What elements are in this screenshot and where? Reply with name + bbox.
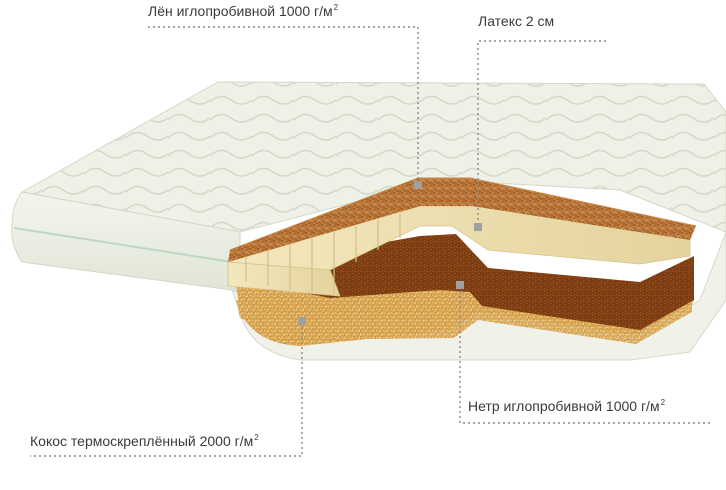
label-hemp: Нетр иглопробивной 1000 г/м2 [468, 398, 666, 414]
layer-markers [298, 181, 482, 325]
marker-flax [414, 181, 422, 189]
flax-layer-top-edge [229, 177, 697, 251]
leader-hemp [459, 286, 712, 424]
label-flax: Лён иглопробивной 1000 г/м2 [148, 3, 339, 19]
label-coco: Кокос термоскреплённый 2000 г/м2 [30, 433, 259, 449]
label-latex: Латекс 2 см [478, 13, 555, 29]
leader-lines [30, 26, 712, 457]
mattress-piping [13, 227, 233, 263]
mattress-top-cover [20, 81, 726, 233]
marker-coco [298, 317, 306, 325]
leader-coco [30, 322, 303, 457]
flax-layer [228, 178, 696, 262]
hemp-layer-front [236, 300, 692, 344]
marker-latex [474, 223, 482, 231]
latex-ribs [245, 214, 401, 294]
leader-flax [148, 26, 419, 186]
marker-hemp [456, 281, 464, 289]
